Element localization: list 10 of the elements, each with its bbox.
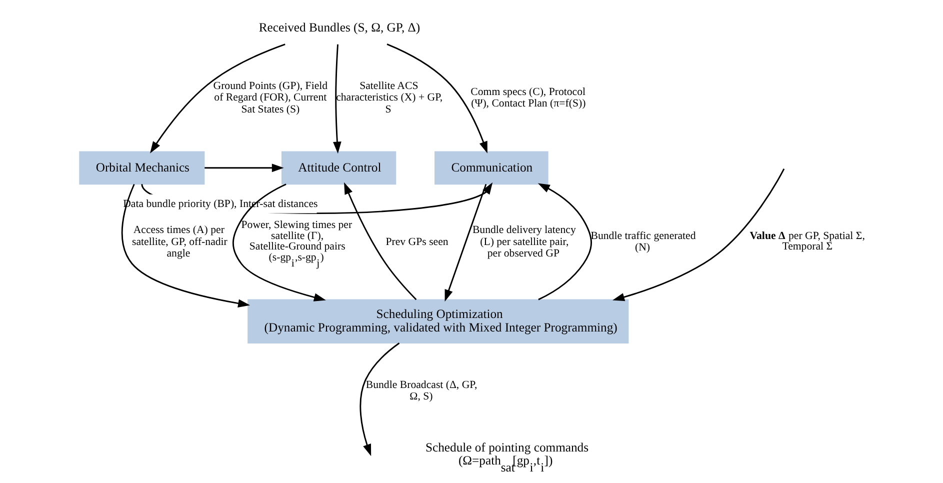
edge-label: Satellite ACS characteristics (X) + GP, S: [336, 80, 442, 116]
edge-label: Bundle traffic generated (N): [590, 230, 696, 254]
edge-label: Ground Points (GP), Field of Regard (FOR), Current Sat States (S): [212, 80, 328, 116]
edge-label: Bundle delivery latency (L) per satellite pair, per observed GP: [472, 224, 576, 260]
edge-label: Value Δ per GP, Spatial Σ, Temporal Σ: [749, 230, 864, 253]
edge-label: Comm specs (C), Protocol (Ψ), Contact Plan (π=f(S)): [470, 86, 586, 110]
edge-label: Bundle Broadcast (Δ, GP, Ω, S): [365, 378, 477, 403]
edge-label: Access times (A) per satellite, GP, off-nadir angle: [131, 224, 227, 260]
node-text: Received Bundles (S, Ω, GP, Δ): [258, 20, 420, 34]
edge-label: Prev GPs seen: [385, 236, 448, 248]
